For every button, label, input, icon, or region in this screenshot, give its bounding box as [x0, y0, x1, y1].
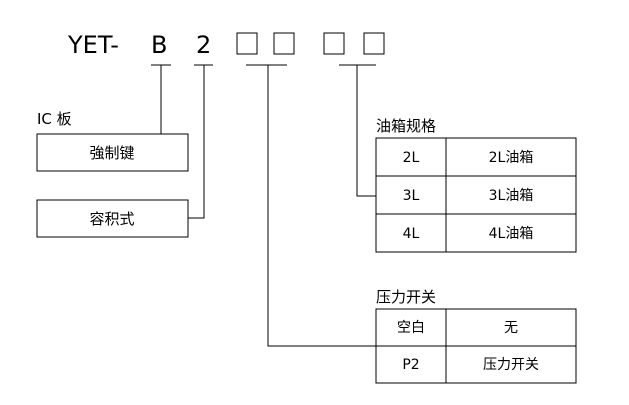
code-position-2: 2 — [196, 31, 211, 59]
volume-type-option: 容积式 — [89, 210, 134, 228]
tank-spec-table: 2L 2L油箱 3L 3L油箱 4L 4L油箱 — [375, 137, 577, 253]
pressure-row-1-code: 空白 — [397, 320, 425, 336]
tank-spec-table-border — [375, 137, 577, 253]
pressure-switch-title: 压力开关 — [376, 288, 436, 306]
pressure-row-2-desc: 压力开关 — [483, 357, 539, 373]
tank-row-3-code: 4L — [403, 226, 420, 242]
ic-board-option: 強制键 — [89, 144, 134, 162]
code-prefix: YET- — [67, 31, 119, 59]
volume-type-option-box — [36, 199, 189, 238]
connector-tank-spec — [356, 65, 376, 197]
code-blank-box-2 — [273, 32, 295, 55]
tank-row-1-desc: 2L油箱 — [489, 150, 534, 166]
pressure-row-1-desc: 无 — [504, 320, 518, 336]
tank-row-2-desc: 3L油箱 — [489, 188, 534, 204]
pressure-switch-table: 空白 无 P2 压力开关 — [375, 308, 577, 384]
tank-row-3-desc: 4L油箱 — [489, 226, 534, 242]
pressure-row-2-code: P2 — [402, 357, 419, 373]
tank-row-2-code: 3L — [403, 188, 420, 204]
code-blank-box-4 — [363, 32, 385, 55]
code-blank-box-3 — [323, 32, 345, 55]
ic-board-option-box — [36, 133, 189, 172]
connector-volume-type — [188, 65, 205, 219]
ic-board-title: IC 板 — [37, 110, 72, 128]
tank-row-1-code: 2L — [403, 150, 420, 166]
tank-spec-title: 油箱规格 — [376, 117, 436, 135]
code-position-1: B — [151, 31, 167, 59]
code-blank-box-1 — [236, 32, 258, 55]
connector-pressure-switch — [267, 65, 376, 347]
